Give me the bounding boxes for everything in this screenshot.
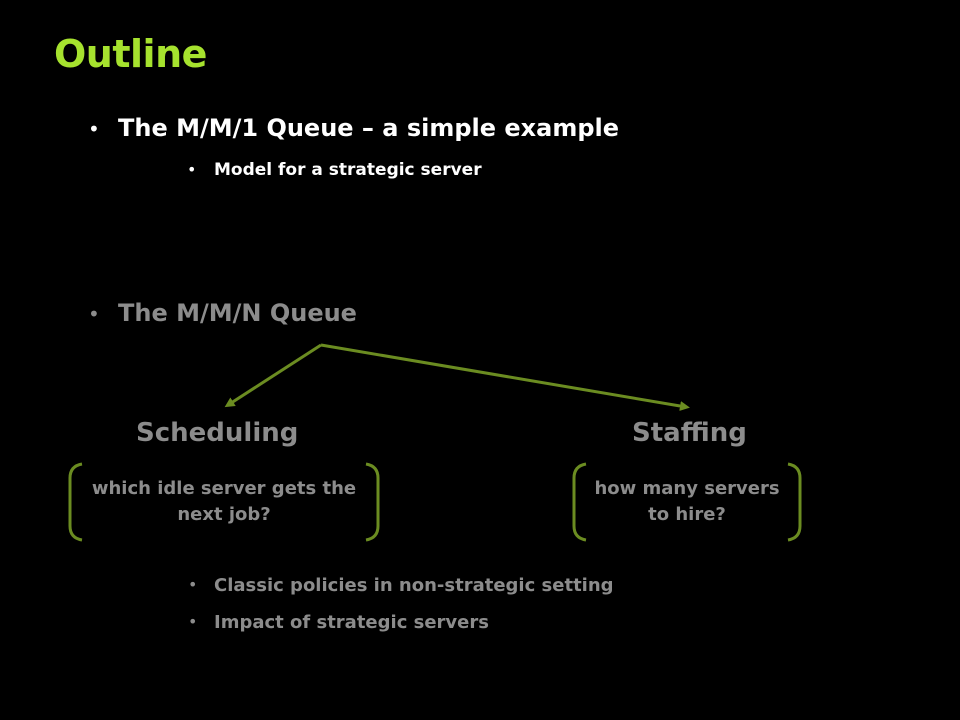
bullet-mm1-queue: The M/M/1 Queue – a simple example [118, 114, 620, 142]
bullet-marker: • [188, 612, 198, 631]
staffing-label: Staffing [632, 418, 747, 448]
bracket-left-staffing [572, 462, 587, 542]
bracket-right-staffing [787, 462, 802, 542]
bullet-classic-policies: Classic policies in non-strategic settin… [214, 575, 614, 596]
bullet-strategic-impact: Impact of strategic servers [214, 612, 489, 633]
staffing-description: how many servers to hire? [594, 478, 780, 525]
slide-title: Outline [54, 32, 207, 76]
bullet-marker: • [88, 117, 100, 141]
arrow-to-scheduling [224, 343, 322, 408]
bullet-marker: • [187, 160, 197, 179]
bullet-marker: • [88, 302, 100, 326]
bracket-right-scheduling [365, 462, 380, 542]
scheduling-label: Scheduling [136, 418, 299, 448]
arrow-to-staffing [320, 343, 690, 411]
bullet-mmn-queue: The M/M/N Queue [118, 299, 357, 327]
sub-bullet-strategic-server: Model for a strategic server [214, 160, 482, 180]
scheduling-description: which idle server gets the next job? [91, 478, 357, 525]
bullet-marker: • [188, 575, 198, 594]
bracket-left-scheduling [68, 462, 83, 542]
